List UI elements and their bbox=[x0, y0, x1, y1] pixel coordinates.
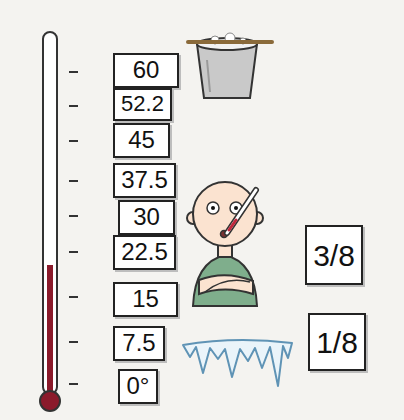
scale-label: 60 bbox=[133, 57, 160, 83]
thermometer-part bbox=[40, 391, 60, 411]
tick-mark-part bbox=[69, 71, 78, 73]
person-part bbox=[229, 220, 236, 230]
scale-value-box: 37.5 bbox=[113, 163, 176, 198]
scale-value-box: 45 bbox=[113, 123, 170, 158]
tick-mark-part bbox=[69, 180, 78, 182]
scale-value-box: 60 bbox=[113, 53, 179, 88]
bucket bbox=[188, 33, 272, 98]
scale-label: 30 bbox=[133, 204, 160, 230]
scale-label: 37.5 bbox=[121, 167, 168, 193]
scale-label: 15 bbox=[132, 286, 159, 312]
bucket-part bbox=[197, 44, 257, 98]
person-part bbox=[205, 280, 250, 292]
scale-value-box: 52.2 bbox=[113, 88, 172, 121]
fraction-box: 3/8 bbox=[305, 225, 363, 285]
person-part bbox=[193, 255, 257, 306]
bucket-part bbox=[207, 60, 210, 92]
tick-mark-part bbox=[69, 341, 78, 343]
scale-label: 7.5 bbox=[122, 330, 155, 356]
tick-mark-part bbox=[69, 140, 78, 142]
thermometer bbox=[40, 32, 60, 411]
icicles-part bbox=[183, 340, 292, 386]
person-part bbox=[207, 202, 219, 214]
person-part bbox=[227, 190, 256, 233]
tick-mark-part bbox=[69, 251, 78, 253]
scale-value-box: 30 bbox=[118, 200, 175, 235]
scale-label: 0° bbox=[127, 373, 150, 399]
scale-label: 22.5 bbox=[121, 239, 168, 265]
scale-value-box: 0° bbox=[118, 369, 158, 404]
tick-mark-part bbox=[69, 215, 78, 217]
scale-label: 1/8 bbox=[316, 326, 358, 359]
scale-label: 45 bbox=[128, 127, 155, 153]
scale-value-box: 15 bbox=[113, 282, 178, 317]
tick-mark-part bbox=[69, 105, 78, 107]
tick-mark-part bbox=[69, 296, 78, 298]
scale-label: 52.2 bbox=[121, 92, 164, 116]
scale-value-box: 22.5 bbox=[113, 235, 176, 270]
person-part bbox=[234, 206, 238, 210]
person bbox=[187, 182, 263, 306]
tick-mark bbox=[69, 72, 78, 384]
scale-label: 3/8 bbox=[313, 239, 355, 272]
thermometer-part bbox=[47, 265, 53, 397]
scale-value-box: 7.5 bbox=[113, 326, 165, 361]
person-part bbox=[211, 206, 215, 210]
tick-mark-part bbox=[69, 383, 78, 385]
person-part bbox=[227, 190, 256, 233]
bucket-part bbox=[188, 40, 272, 44]
fraction-box: 1/8 bbox=[308, 313, 366, 371]
person-part bbox=[193, 182, 257, 246]
icicles bbox=[183, 340, 292, 386]
person-part bbox=[199, 275, 253, 294]
